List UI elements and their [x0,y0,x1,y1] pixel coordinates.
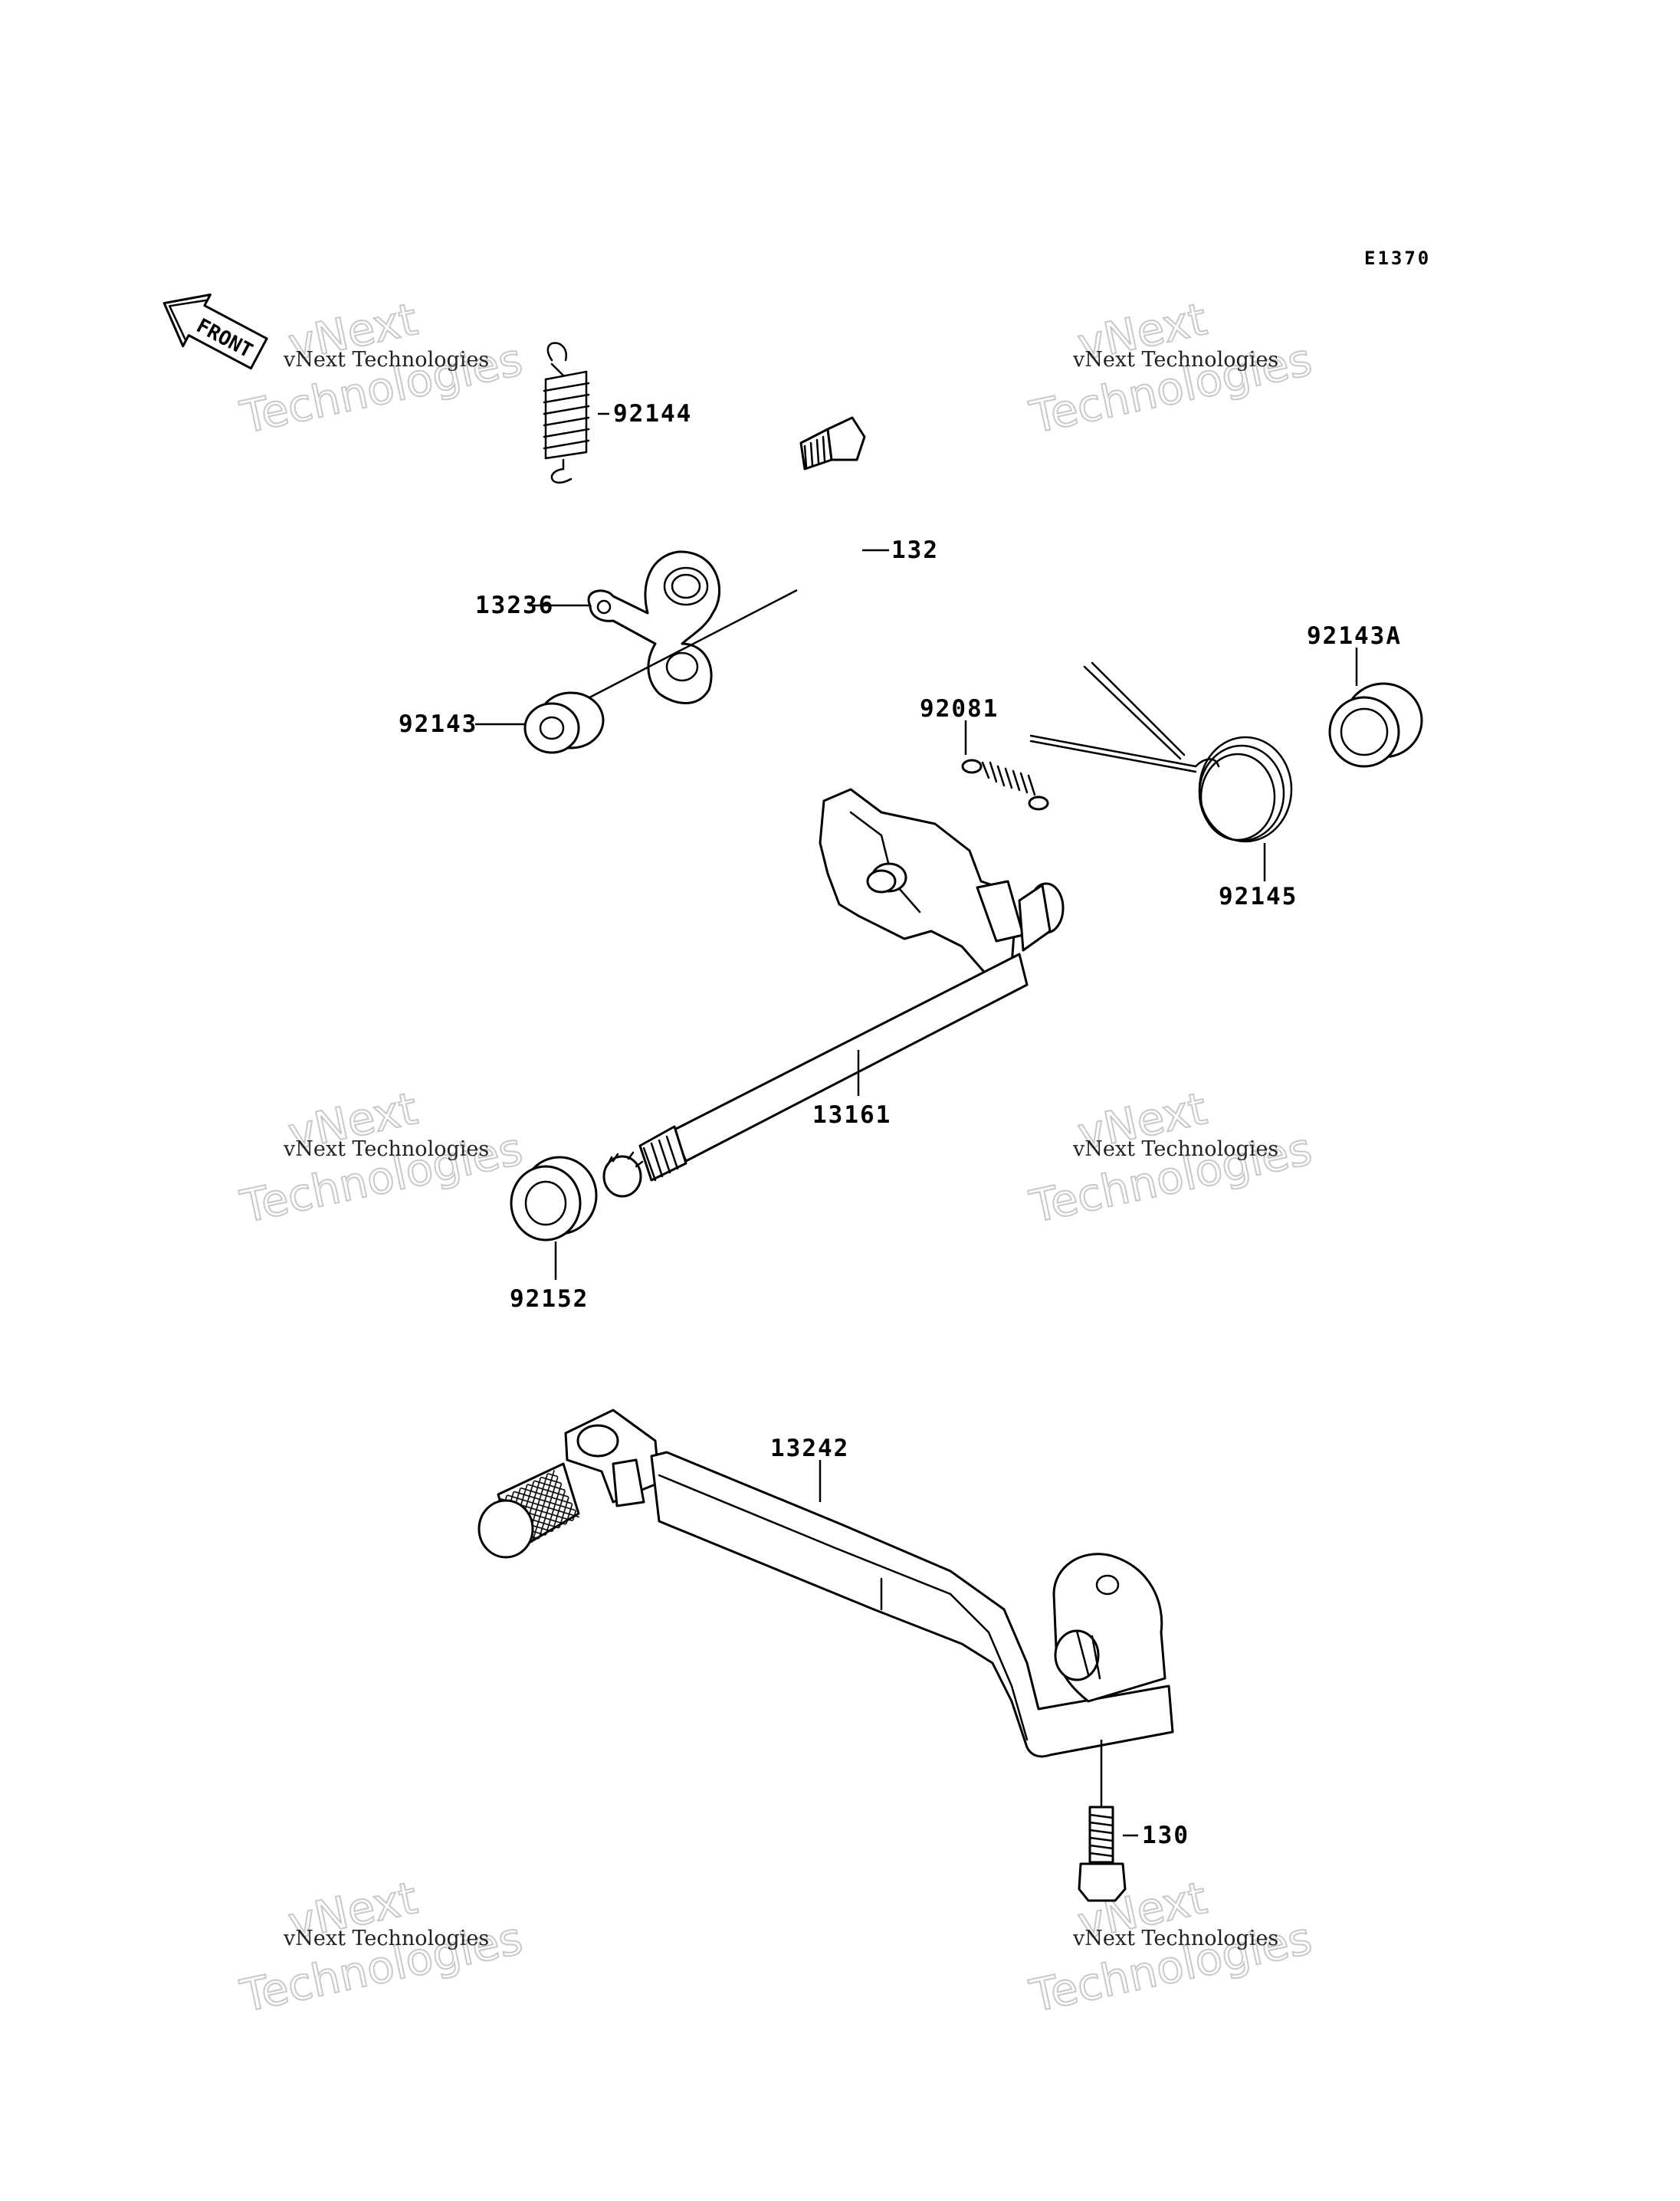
part-132-bolt[interactable] [799,416,866,471]
watermark-text-top-right: vNext Technologies [1072,348,1278,372]
label-92145[interactable]: 92145 [1219,883,1298,910]
watermark-text-mid-right: vNext Technologies [1072,1137,1278,1161]
watermark-text-top-left: vNext Technologies [283,348,489,372]
part-92081-spring[interactable] [961,759,1049,811]
label-92143A[interactable]: 92143A [1307,622,1402,650]
label-92143[interactable]: 92143 [399,710,477,738]
watermark-text-mid-left: vNext Technologies [283,1137,489,1161]
watermark-text-bottom-right: vNext Technologies [1072,1927,1278,1950]
label-130[interactable]: 130 [1142,1822,1189,1849]
part-92143A-collar[interactable] [1328,682,1423,768]
front-arrow-icon: FRONT [162,294,268,370]
label-92152[interactable]: 92152 [510,1285,589,1313]
label-92144[interactable]: 92144 [613,400,692,428]
part-92144-spring[interactable] [543,342,590,484]
part-92143-collar[interactable] [523,691,605,754]
label-92081[interactable]: 92081 [920,695,999,723]
label-13242[interactable]: 13242 [770,1435,849,1462]
part-92152-washer[interactable] [510,1156,598,1242]
watermark-text-bottom-left: vNext Technologies [283,1927,489,1950]
label-13161[interactable]: 13161 [812,1101,891,1129]
label-132[interactable]: 132 [891,536,939,564]
part-13242-pedal[interactable] [477,1409,1174,1758]
label-13236[interactable]: 13236 [475,592,554,619]
part-13161-shaft[interactable] [602,788,1065,1198]
part-92145-torsion-spring[interactable] [1029,661,1293,843]
part-13236-arm[interactable] [587,550,720,704]
part-130-bolt[interactable] [1078,1740,1127,1902]
diagram-code: E1370 [1364,248,1431,269]
